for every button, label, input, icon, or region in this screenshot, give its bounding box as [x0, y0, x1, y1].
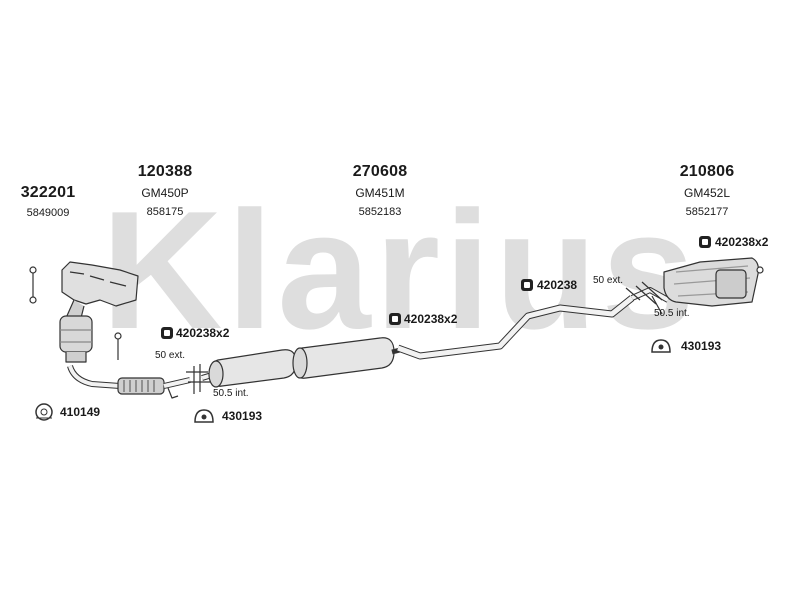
part-oe-catalyst: 5849009	[26, 207, 70, 219]
front-pipe	[67, 364, 191, 399]
part-code-rear-silencer: 210806	[679, 163, 735, 180]
dimension-label: 50.5 int.	[213, 388, 249, 399]
part-code-middle-silencer: 270608	[352, 163, 408, 180]
fitting-label: 420238x2	[176, 326, 230, 340]
part-code-catalyst: 322201	[20, 184, 76, 201]
part-model-front-pipe: GM450P	[141, 186, 189, 200]
clamp-icon	[389, 313, 401, 325]
middle-silencer-front	[201, 349, 307, 388]
fitting-label: 430193	[222, 409, 263, 423]
catalytic-converter-manifold	[29, 261, 139, 363]
part-oe-rear-silencer: 5852177	[685, 206, 729, 218]
middle-silencer-rear	[292, 337, 401, 379]
part-model-rear-silencer: GM452L	[683, 186, 731, 200]
clamp-icon	[161, 327, 173, 339]
fitting-label: 430193	[681, 339, 722, 353]
part-code-front-pipe: 120388	[137, 163, 193, 180]
fitting-label: 420238x2	[715, 235, 769, 249]
rubber-mount-icon	[194, 409, 214, 423]
clamp-icon	[521, 279, 533, 291]
fitting-label: 420238x2	[404, 312, 458, 326]
part-model-middle-silencer: GM451M	[355, 186, 405, 200]
joint-marker-rear	[625, 281, 663, 315]
clamp-icon	[699, 236, 711, 248]
intermediate-pipe	[396, 295, 635, 360]
dimension-label: 50.5 int.	[654, 308, 690, 319]
dimension-label: 50 ext.	[593, 275, 624, 286]
dimension-label: 50 ext.	[155, 350, 186, 361]
rubber-mount-icon	[651, 339, 671, 353]
fitting-label: 420238	[537, 278, 578, 292]
joint-marker-front	[186, 364, 210, 394]
part-oe-front-pipe: 858175	[146, 206, 184, 218]
part-oe-middle-silencer: 5852183	[358, 206, 402, 218]
fitting-label: 410149	[60, 405, 101, 419]
gasket-ring-icon	[35, 403, 53, 421]
rear-silencer	[630, 257, 764, 307]
